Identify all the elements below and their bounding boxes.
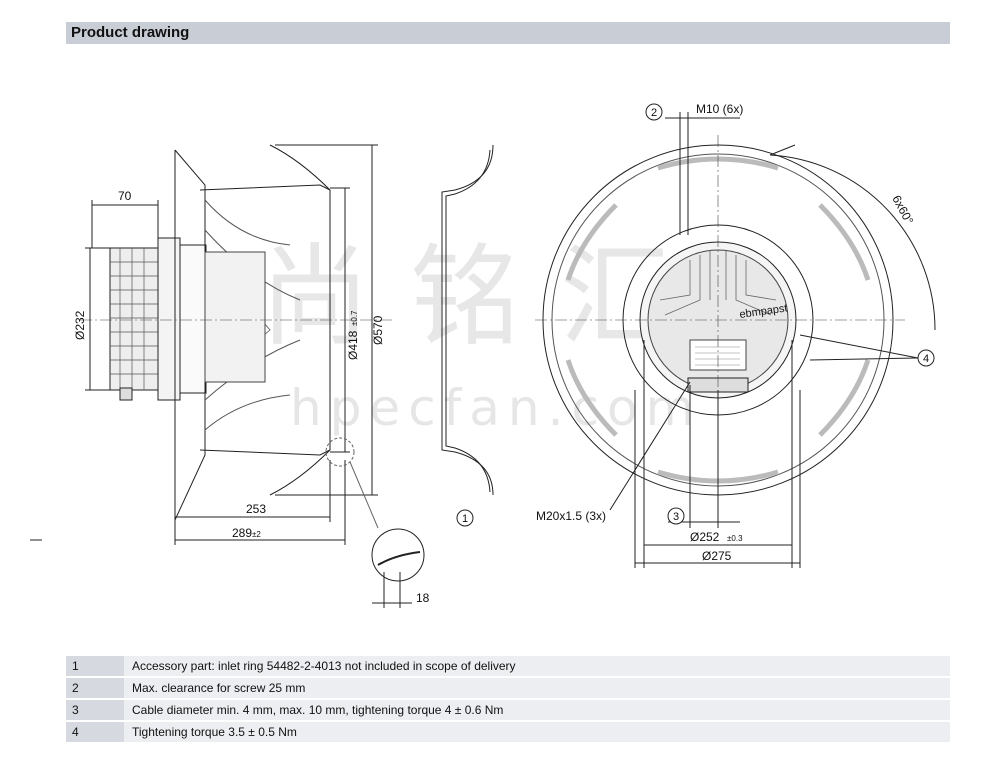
dim-289-tol: ±2 bbox=[252, 530, 261, 539]
note-text: Accessory part: inlet ring 54482-2-4013 … bbox=[124, 656, 950, 676]
note-text: Tightening torque 3.5 ± 0.5 Nm bbox=[124, 722, 950, 742]
watermark-cjk: 尚铭汇 bbox=[260, 233, 710, 361]
dim-418: Ø418 bbox=[346, 330, 360, 360]
section-title: Product drawing bbox=[71, 24, 190, 41]
watermark-latin: hpecfan.com bbox=[290, 379, 702, 437]
dim-232: Ø232 bbox=[73, 310, 87, 340]
callout-2: 2 bbox=[651, 107, 657, 119]
dim-252-tol: ±0.3 bbox=[727, 534, 743, 543]
notes-table: 1 Accessory part: inlet ring 54482-2-401… bbox=[66, 654, 950, 744]
note-number: 4 bbox=[66, 722, 124, 742]
dim-570: Ø570 bbox=[371, 315, 385, 345]
note-number: 1 bbox=[66, 656, 124, 676]
callout-4-circle bbox=[917, 349, 935, 367]
section-header: Product drawing bbox=[66, 22, 950, 44]
side-view bbox=[80, 144, 425, 608]
inlet-ring-view bbox=[441, 144, 494, 496]
table-row: 3 Cable diameter min. 4 mm, max. 10 mm, … bbox=[66, 700, 950, 720]
dim-275: Ø275 bbox=[702, 549, 732, 563]
callout-1-circle bbox=[456, 509, 474, 527]
dim-m20: M20x1.5 (3x) bbox=[536, 509, 606, 523]
dim-253: 253 bbox=[246, 502, 266, 516]
note-text: Max. clearance for screw 25 mm bbox=[124, 678, 950, 698]
dim-70: 70 bbox=[118, 189, 132, 203]
callout-3-circle bbox=[667, 507, 685, 525]
note-number: 3 bbox=[66, 700, 124, 720]
note-text: Cable diameter min. 4 mm, max. 10 mm, ti… bbox=[124, 700, 950, 720]
note-number: 2 bbox=[66, 678, 124, 698]
front-view bbox=[535, 112, 936, 568]
dim-angle: 6x60° bbox=[889, 193, 916, 227]
callout-2-circle bbox=[645, 103, 663, 121]
product-drawing: 尚铭汇 hpecfan.com bbox=[30, 102, 936, 608]
dim-418-tol: ±0.7 bbox=[350, 310, 359, 326]
table-row: 2 Max. clearance for screw 25 mm bbox=[66, 678, 950, 698]
dim-289: 289 bbox=[232, 526, 252, 540]
dim-252: Ø252 bbox=[690, 530, 720, 544]
callout-4: 4 bbox=[923, 353, 929, 365]
table-row: 1 Accessory part: inlet ring 54482-2-401… bbox=[66, 656, 950, 676]
callout-1: 1 bbox=[462, 513, 468, 525]
dim-18: 18 bbox=[416, 591, 430, 605]
callout-3: 3 bbox=[673, 511, 679, 523]
table-row: 4 Tightening torque 3.5 ± 0.5 Nm bbox=[66, 722, 950, 742]
dim-m10: M10 (6x) bbox=[696, 102, 743, 116]
